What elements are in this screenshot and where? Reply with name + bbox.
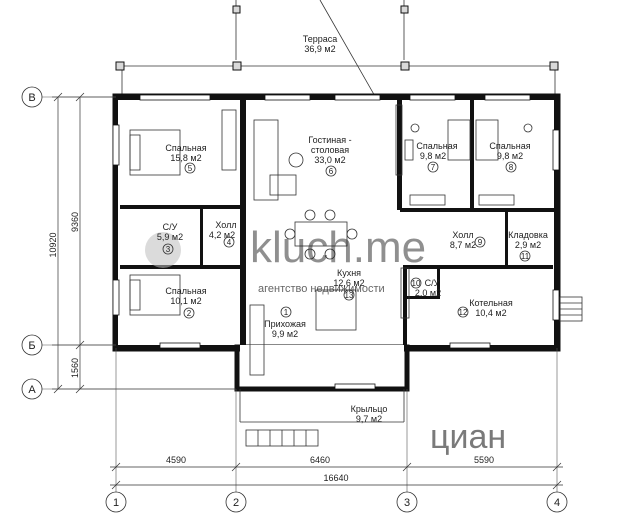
room-area: 4,2 м2 bbox=[209, 230, 235, 240]
room-area: 12,6 м2 bbox=[333, 278, 364, 288]
room-name: Холл bbox=[452, 230, 473, 240]
room-area: 9,7 м2 bbox=[356, 414, 382, 424]
room-number: 8 bbox=[509, 163, 514, 172]
room-number: 11 bbox=[521, 252, 530, 261]
room-name: Терраса bbox=[303, 34, 338, 44]
dimension-label: 9360 bbox=[70, 212, 80, 232]
dimension-label: 10920 bbox=[48, 232, 58, 257]
axis-label: Б bbox=[28, 340, 35, 352]
axis-label: 1 bbox=[113, 497, 119, 509]
room-area: 9,9 м2 bbox=[272, 329, 298, 339]
room-name: Гостиная - bbox=[308, 135, 351, 145]
room-name: Холл bbox=[215, 220, 236, 230]
watermark-subtext: агентство недвижимости bbox=[258, 283, 385, 295]
windows bbox=[112, 94, 560, 390]
dimension-label: 6460 bbox=[310, 455, 330, 465]
room-number: 5 bbox=[188, 164, 193, 173]
exterior-walls bbox=[112, 93, 561, 392]
room-area: 5,9 м2 bbox=[157, 232, 183, 242]
room-number: 2 bbox=[187, 309, 192, 318]
room-area: 9,8 м2 bbox=[420, 151, 446, 161]
room-name: С/У bbox=[425, 278, 440, 288]
room-labels: Терраса 36,9 м2 Спальная 15,8 м2 5 Гости… bbox=[157, 34, 548, 424]
room-name: Спальная bbox=[165, 286, 206, 296]
bottom-dimensions: 4590 6460 5590 16640 1 2 3 4 bbox=[105, 348, 568, 513]
room-area: 2,0 м2 bbox=[415, 288, 441, 298]
room-number: 9 bbox=[478, 238, 483, 247]
room-number: 13 bbox=[345, 291, 354, 300]
room-number: 1 bbox=[284, 308, 289, 317]
room-name: Кладовка bbox=[508, 230, 548, 240]
room-area: 9,8 м2 bbox=[497, 151, 523, 161]
dimension-label: 16640 bbox=[323, 473, 348, 483]
room-area: 8,7 м2 bbox=[450, 240, 476, 250]
left-dimensions: 10920 9360 1560 В Б А bbox=[21, 86, 236, 400]
room-name: Кухня bbox=[337, 268, 361, 278]
room-area: 10,4 м2 bbox=[475, 308, 506, 318]
axis-label: 3 bbox=[404, 497, 410, 509]
room-area: 10,1 м2 bbox=[170, 296, 201, 306]
room-area: 33,0 м2 bbox=[314, 155, 345, 165]
room-number: 7 bbox=[431, 163, 436, 172]
interior-walls bbox=[120, 100, 554, 345]
room-name: Котельная bbox=[469, 298, 513, 308]
room-area: 2,9 м2 bbox=[515, 240, 541, 250]
room-name: С/У bbox=[163, 222, 178, 232]
dimension-label: 1560 bbox=[70, 358, 80, 378]
room-name: Спальная bbox=[165, 143, 206, 153]
terrace-structure bbox=[115, 0, 559, 141]
room-name: Прихожая bbox=[264, 319, 306, 329]
furniture bbox=[129, 104, 533, 376]
dimension-label: 5590 bbox=[474, 455, 494, 465]
room-number: 4 bbox=[227, 238, 232, 247]
porch-steps bbox=[239, 296, 583, 447]
watermark-text: kluch.me bbox=[250, 223, 426, 272]
room-number: 10 bbox=[412, 279, 421, 288]
room-name: Спальная bbox=[489, 141, 530, 151]
room-name: столовая bbox=[311, 145, 349, 155]
watermark-corner: циан bbox=[430, 418, 506, 456]
room-name: Крыльцо bbox=[351, 404, 388, 414]
axis-label: В bbox=[28, 92, 35, 104]
room-number: 12 bbox=[459, 308, 468, 317]
dimension-label: 4590 bbox=[166, 455, 186, 465]
axis-label: 2 bbox=[233, 497, 239, 509]
room-area: 15,8 м2 bbox=[170, 153, 201, 163]
axis-label: А bbox=[28, 384, 36, 396]
room-area: 36,9 м2 bbox=[304, 44, 335, 54]
axis-label: 4 bbox=[554, 497, 560, 509]
room-name: Спальная bbox=[416, 141, 457, 151]
room-number: 6 bbox=[329, 167, 334, 176]
room-number: 3 bbox=[166, 245, 171, 254]
